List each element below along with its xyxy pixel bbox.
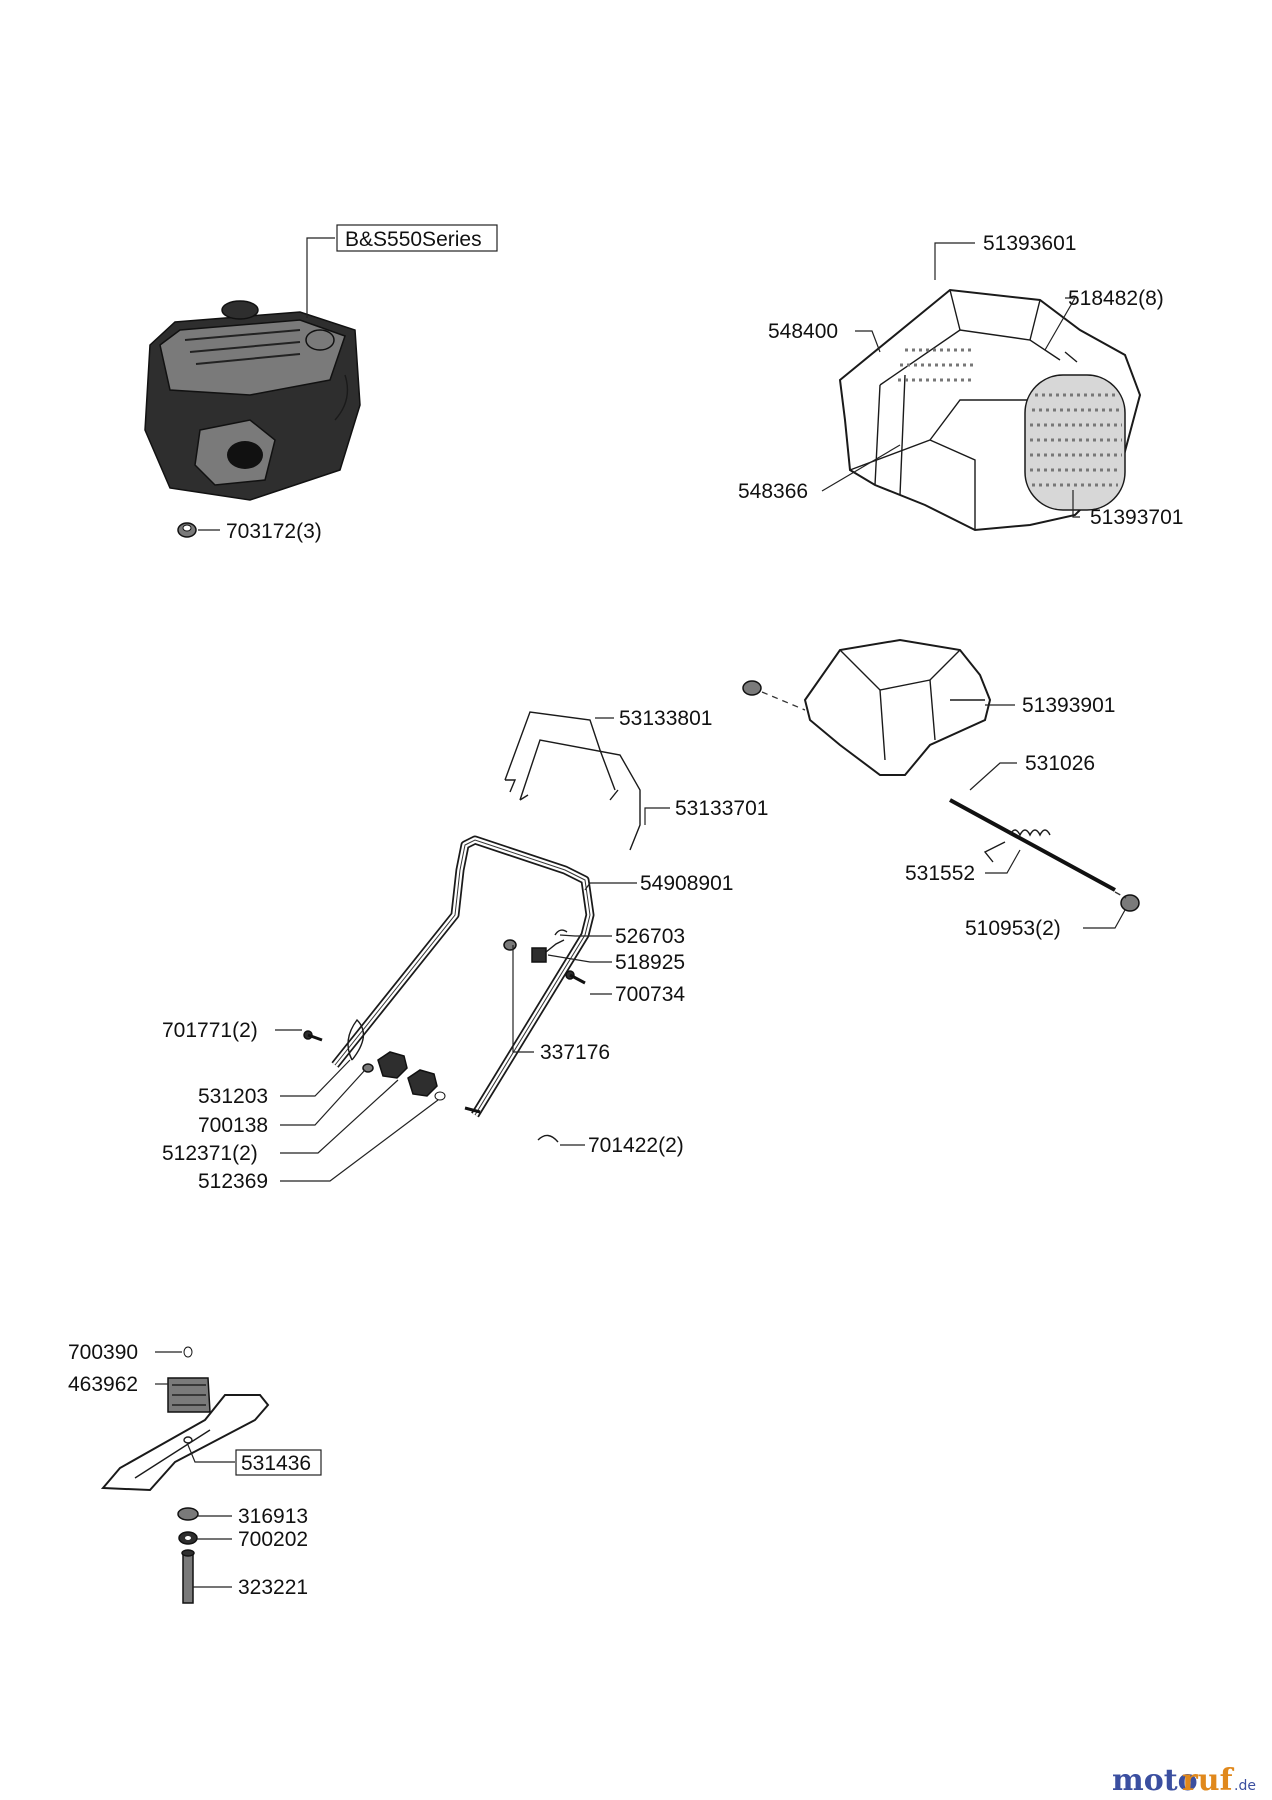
label-engine: B&S550Series — [345, 228, 482, 251]
label-701771: 701771(2) — [162, 1019, 258, 1042]
label-700390: 700390 — [68, 1341, 138, 1364]
label-701422: 701422(2) — [588, 1134, 684, 1157]
label-518482: 518482(8) — [1068, 287, 1164, 310]
hardware-small-parts — [303, 929, 586, 1143]
label-548366: 548366 — [738, 480, 808, 503]
label-700734: 700734 — [615, 983, 685, 1006]
blade-label-box — [235, 1449, 322, 1476]
upper-handle-illustration — [504, 711, 641, 851]
label-526703: 526703 — [615, 925, 685, 948]
label-51393601: 51393601 — [983, 232, 1076, 255]
label-531552: 531552 — [905, 862, 975, 885]
label-531026: 531026 — [1025, 752, 1095, 775]
label-512369: 512369 — [198, 1170, 268, 1193]
engine-label-box — [336, 224, 498, 252]
label-323221: 323221 — [238, 1576, 308, 1599]
label-512371: 512371(2) — [162, 1142, 258, 1165]
label-700138: 700138 — [198, 1114, 268, 1137]
label-337176: 337176 — [540, 1041, 610, 1064]
rod-spring-illustration — [949, 798, 1140, 912]
lower-handle-illustration — [331, 835, 595, 1118]
leader-lines — [155, 237, 1126, 1588]
engine-illustration — [144, 300, 361, 501]
watermark-part1: moto — [1112, 1763, 1198, 1798]
grass-bag-illustration — [838, 288, 1142, 532]
label-703172: 703172(3) — [226, 520, 322, 543]
deflector-flap-illustration — [742, 638, 992, 776]
label-54908901: 54908901 — [640, 872, 733, 895]
label-700202: 700202 — [238, 1528, 308, 1551]
label-51393701: 51393701 — [1090, 506, 1183, 529]
label-531436: 531436 — [241, 1452, 311, 1475]
watermark-logo: moto ruf .de — [1112, 1763, 1256, 1798]
label-548400: 548400 — [768, 320, 838, 343]
label-53133701: 53133701 — [675, 797, 768, 820]
label-316913: 316913 — [238, 1505, 308, 1528]
label-463962: 463962 — [68, 1373, 138, 1396]
label-53133801: 53133801 — [619, 707, 712, 730]
label-51393901: 51393901 — [1022, 694, 1115, 717]
blade-assembly-illustration — [100, 1346, 270, 1604]
label-510953: 510953(2) — [965, 917, 1061, 940]
nut-703172-icon — [177, 522, 197, 538]
label-518925: 518925 — [615, 951, 685, 974]
watermark-part2: ruf — [1182, 1763, 1235, 1798]
label-531203: 531203 — [198, 1085, 268, 1108]
watermark-suffix: .de — [1234, 1778, 1256, 1794]
